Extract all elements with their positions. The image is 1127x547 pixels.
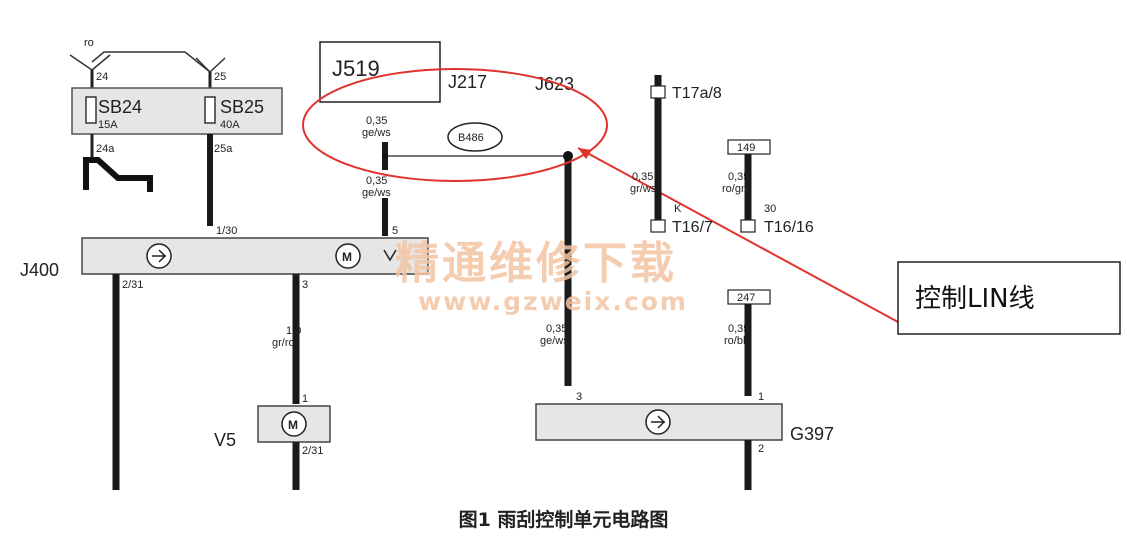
j400-label: J400	[20, 260, 59, 280]
v5-motor-icon	[281, 411, 307, 437]
j519-mid-wire-size: 0,35	[366, 175, 387, 187]
box-149-label: 149	[737, 142, 755, 154]
g397-pin-2: 2	[758, 443, 764, 455]
t16-wire-color: ro/gn	[722, 183, 747, 195]
t1616-pin-30: 30	[764, 203, 776, 215]
sb25-pin-in: 25	[214, 71, 226, 83]
sb24-pin-out: 24a	[96, 143, 115, 155]
j400-pin-231: 2/31	[122, 279, 143, 291]
fuse-holder	[71, 87, 283, 135]
j400-pin-3: 3	[302, 279, 308, 291]
v5-wire-size: 1,0	[286, 325, 301, 337]
j519-wire-color: ge/ws	[362, 127, 391, 139]
watermark-url: www.gzweix.com	[418, 287, 688, 316]
g397-right-wire-size: 0,35	[728, 323, 749, 335]
sb24-pin-in: 24	[96, 71, 108, 83]
callout-label: 控制LIN线	[915, 284, 1035, 314]
t1616-connector-icon	[740, 219, 756, 233]
lin-highlight-ellipse	[302, 68, 608, 182]
j400-pin-5: 5	[392, 225, 398, 237]
v5-wire-color: gr/ro	[272, 337, 295, 349]
lin-bus-area: J519 J217 J623 0,35 ge/ws B486 0,35 ge/w…	[302, 41, 899, 386]
wire-color-ro: ro	[84, 37, 94, 49]
j519-wire-size: 0,35	[366, 115, 387, 127]
svg-text:M: M	[342, 250, 352, 264]
j519-label: J519	[332, 56, 380, 81]
sb24-rating: 15A	[98, 119, 118, 131]
v5-label: V5	[214, 430, 236, 450]
g397-right-wire-color: ro/bl	[724, 335, 745, 347]
j623-label: J623	[535, 74, 574, 94]
figure-caption: 图1 雨刮控制单元电路图	[458, 509, 669, 531]
callout-arrow-icon	[578, 148, 592, 159]
sb25-pin-out: 25a	[214, 143, 233, 155]
g397-sensor: 3 1 G397 2	[535, 391, 834, 490]
g397-pin-3: 3	[576, 391, 582, 403]
t16-wire-size: 0,35	[728, 171, 749, 183]
v5-pin-1: 1	[302, 393, 308, 405]
box-247-label: 247	[737, 292, 755, 304]
t1616-label: T16/16	[764, 219, 814, 236]
t17a8-label: T17a/8	[672, 85, 722, 102]
v5-motor: M V5 2/31	[214, 405, 331, 490]
t167-connector-icon	[650, 219, 666, 233]
svg-text:M: M	[288, 418, 298, 432]
sb24-fuse-icon	[85, 96, 97, 124]
sb24-output-wire	[83, 157, 153, 192]
callout-box	[897, 261, 1121, 335]
sb25-fuse-icon	[204, 96, 216, 124]
t167-label: T16/7	[672, 219, 713, 236]
g397-left-wire-size: 0,35	[546, 323, 567, 335]
t17-wire-color: gr/ws	[630, 183, 657, 195]
j519-mid-wire-color: ge/ws	[362, 187, 391, 199]
b486-connector	[447, 122, 503, 152]
fuse-block: ro 24 25 SB24 15A SB25 40A 24a 25a 1/30	[69, 37, 283, 237]
j217-label: J217	[448, 72, 487, 92]
sb24-label: SB24	[98, 97, 142, 117]
connector-area: T17a/8 0,35 gr/ws K T16/7 149 0,35 ro/gn…	[540, 75, 814, 396]
v5-pin-231: 2/31	[302, 445, 323, 457]
g397-left-wire-color: ge/ws	[540, 335, 569, 347]
t17-connector-icon	[650, 85, 666, 99]
sb25-label: SB25	[220, 97, 264, 117]
j400-motor-icon	[335, 243, 361, 269]
sb25-rating: 40A	[220, 119, 240, 131]
g397-pin-1: 1	[758, 391, 764, 403]
watermark-cn: 精通维修下载	[395, 238, 677, 289]
j400-module: M J400 2/31 3 1,0 gr/ro 1	[20, 237, 429, 490]
t167-pin-k: K	[674, 203, 682, 215]
j400-pin-130: 1/30	[216, 225, 237, 237]
t17-wire-size: 0,35	[632, 171, 653, 183]
callout-arrow-line	[577, 147, 899, 323]
j519-box	[319, 41, 441, 103]
g397-label: G397	[790, 424, 834, 444]
b486-label: B486	[458, 132, 484, 144]
